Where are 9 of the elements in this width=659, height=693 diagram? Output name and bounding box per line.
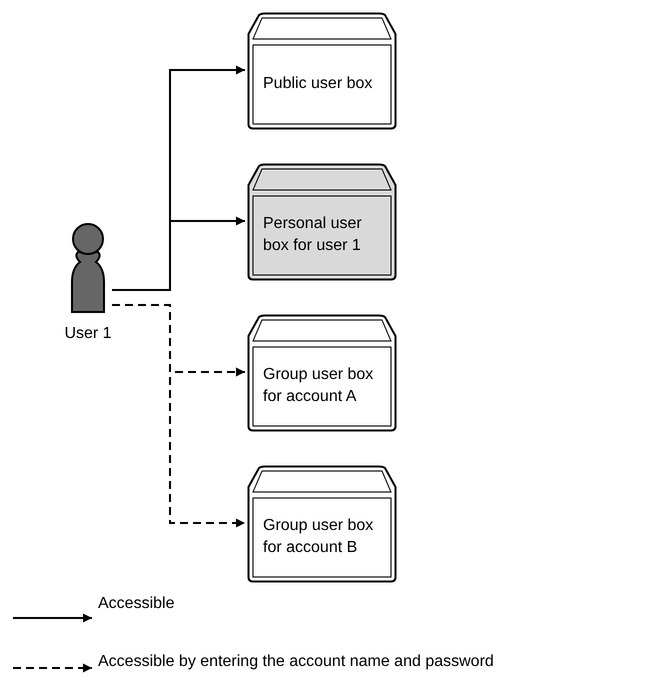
person-label: User 1 — [64, 324, 112, 344]
arrow — [112, 216, 245, 291]
box-label: Group user box for account B — [263, 516, 374, 558]
box-label: Public user box — [263, 74, 374, 94]
box-label: Group user box for account A — [263, 365, 374, 407]
legend-label: Accessible — [98, 594, 174, 614]
box-label: Personal user box for user 1 — [263, 214, 363, 256]
arrow — [112, 304, 245, 528]
legend-label: Accessible by entering the account name and password — [98, 652, 494, 672]
